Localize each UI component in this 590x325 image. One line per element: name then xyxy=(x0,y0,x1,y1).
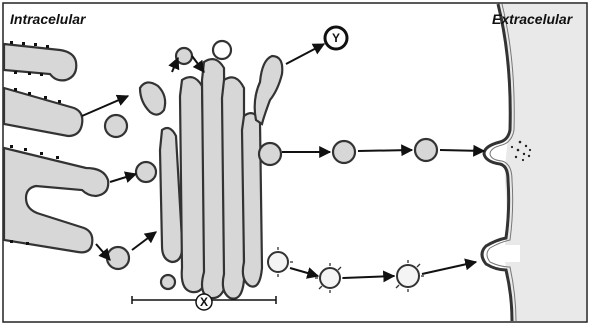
vesicle-y xyxy=(323,25,349,51)
label-intracellular: Intracelular xyxy=(10,11,87,27)
plasma-membrane xyxy=(480,3,517,322)
secretory-vesicles xyxy=(331,137,439,165)
label-extracellular: Extracelular xyxy=(492,11,574,27)
golgi-apparatus xyxy=(138,54,289,300)
endoplasmic-reticulum xyxy=(2,41,110,254)
transport-arrows xyxy=(81,43,486,283)
label-x-circle xyxy=(195,293,213,311)
label-x: X xyxy=(200,295,208,309)
extracellular-fill xyxy=(520,4,586,321)
coated-vesicles xyxy=(277,247,424,293)
label-y: Y xyxy=(332,31,340,45)
secreted-particles xyxy=(510,140,532,162)
